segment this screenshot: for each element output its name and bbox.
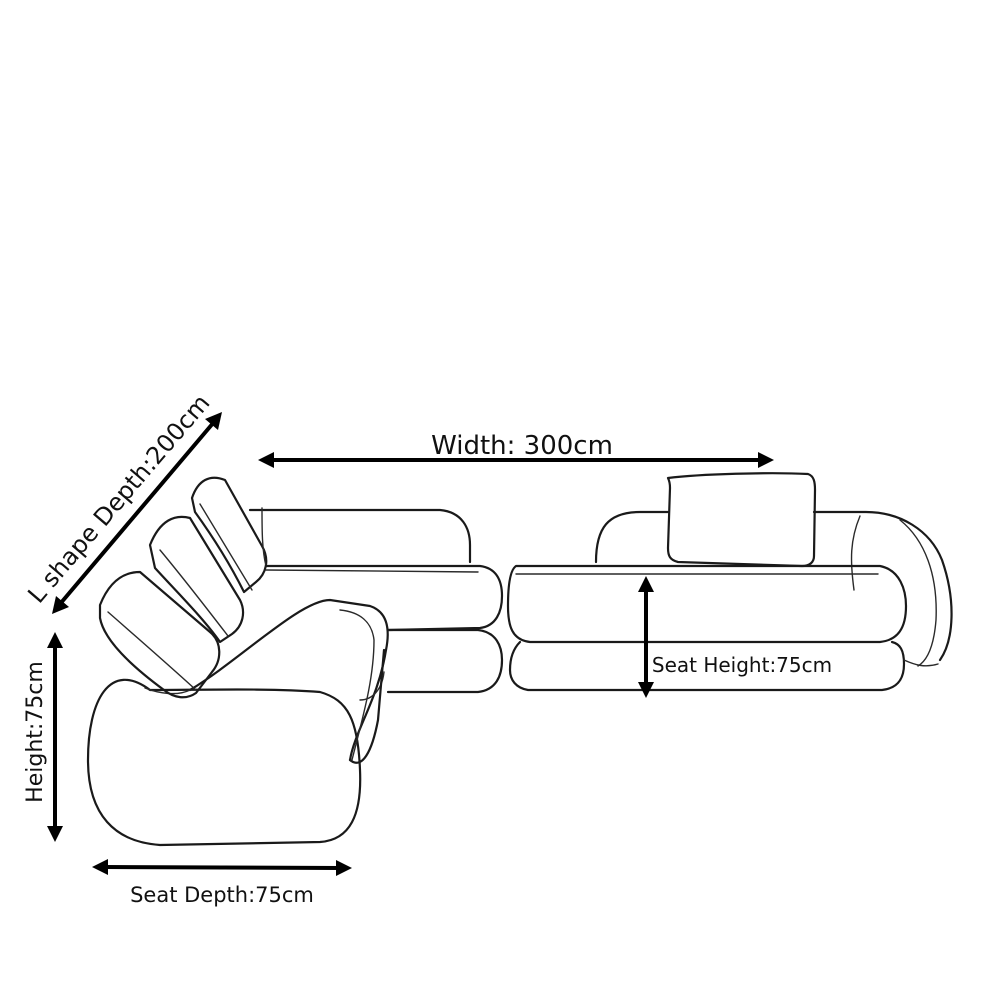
right-throw-pillow <box>666 472 817 568</box>
seat-height-dimension: Seat Height:75cm <box>638 576 832 698</box>
width-dimension: Width: 300cm <box>258 431 774 468</box>
height-dimension: Height:75cm <box>23 632 63 842</box>
left-armchair <box>86 598 389 847</box>
seat-height-label: Seat Height:75cm <box>652 653 832 677</box>
l-shape-depth-label: L shape Depth:200cm <box>22 389 215 608</box>
width-label: Width: 300cm <box>431 431 613 461</box>
middle-seat-section <box>248 507 504 694</box>
left-back-cushions <box>98 476 268 699</box>
height-label: Height:75cm <box>23 661 48 803</box>
seat-depth-label: Seat Depth:75cm <box>130 883 314 907</box>
right-chaise-section <box>506 510 953 692</box>
seat-depth-dimension: Seat Depth:75cm <box>92 859 352 907</box>
